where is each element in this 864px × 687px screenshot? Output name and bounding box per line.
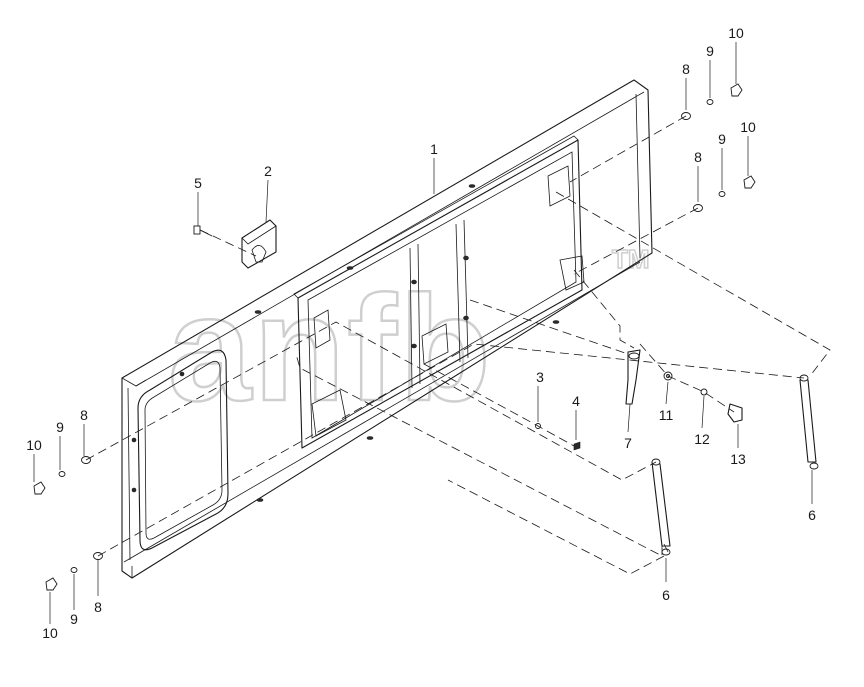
callout-10-upper: 10 <box>740 119 756 135</box>
gas-strut-left <box>651 458 671 556</box>
fastener-set-left-1 <box>33 456 91 495</box>
main-panel <box>121 79 653 579</box>
watermark-trademark: TM <box>612 244 650 274</box>
gas-strut-right <box>799 374 819 470</box>
callout-13: 13 <box>730 451 746 467</box>
callout-9-upper: 9 <box>718 131 726 147</box>
callout-8-left: 8 <box>80 407 88 423</box>
watermark-text: anfb <box>168 264 493 432</box>
callout-labels: 1 2 3 4 5 6 6 7 8 8 8 8 9 9 9 9 10 10 10… <box>26 25 816 641</box>
handle-part-7 <box>625 349 641 405</box>
callout-9-left: 9 <box>56 419 64 435</box>
callout-8-top: 8 <box>682 61 690 77</box>
washer-part-12 <box>700 388 708 396</box>
callout-11: 11 <box>659 407 674 423</box>
leader-lines <box>33 42 813 624</box>
small-hardware-center <box>535 423 581 451</box>
callout-6-right: 6 <box>808 507 816 523</box>
bracket-part-2 <box>241 219 277 269</box>
callout-7: 7 <box>624 435 632 451</box>
callout-4: 4 <box>572 393 580 409</box>
callout-9-top: 9 <box>706 43 714 59</box>
fastener-set-top-2 <box>693 175 756 212</box>
assembly-lines <box>85 115 831 575</box>
callout-10-top: 10 <box>728 25 744 41</box>
knob-part-13 <box>727 403 743 423</box>
nut-part-4 <box>573 441 581 451</box>
callout-9-bottom: 9 <box>70 611 78 627</box>
callout-8-bottom: 8 <box>94 599 102 615</box>
callout-1: 1 <box>430 141 438 157</box>
callout-2: 2 <box>264 163 272 179</box>
callout-12: 12 <box>694 431 710 447</box>
fastener-set-top-1 <box>681 83 743 120</box>
callout-10-bottom: 10 <box>42 625 58 641</box>
callout-8-upper: 8 <box>694 149 702 165</box>
panel-bolt-holes <box>131 184 560 502</box>
fastener-set-left-2 <box>45 552 103 591</box>
callout-5: 5 <box>194 175 202 191</box>
callout-6-lower: 6 <box>662 587 670 603</box>
callout-10-left: 10 <box>26 437 42 453</box>
callout-3: 3 <box>536 369 544 385</box>
